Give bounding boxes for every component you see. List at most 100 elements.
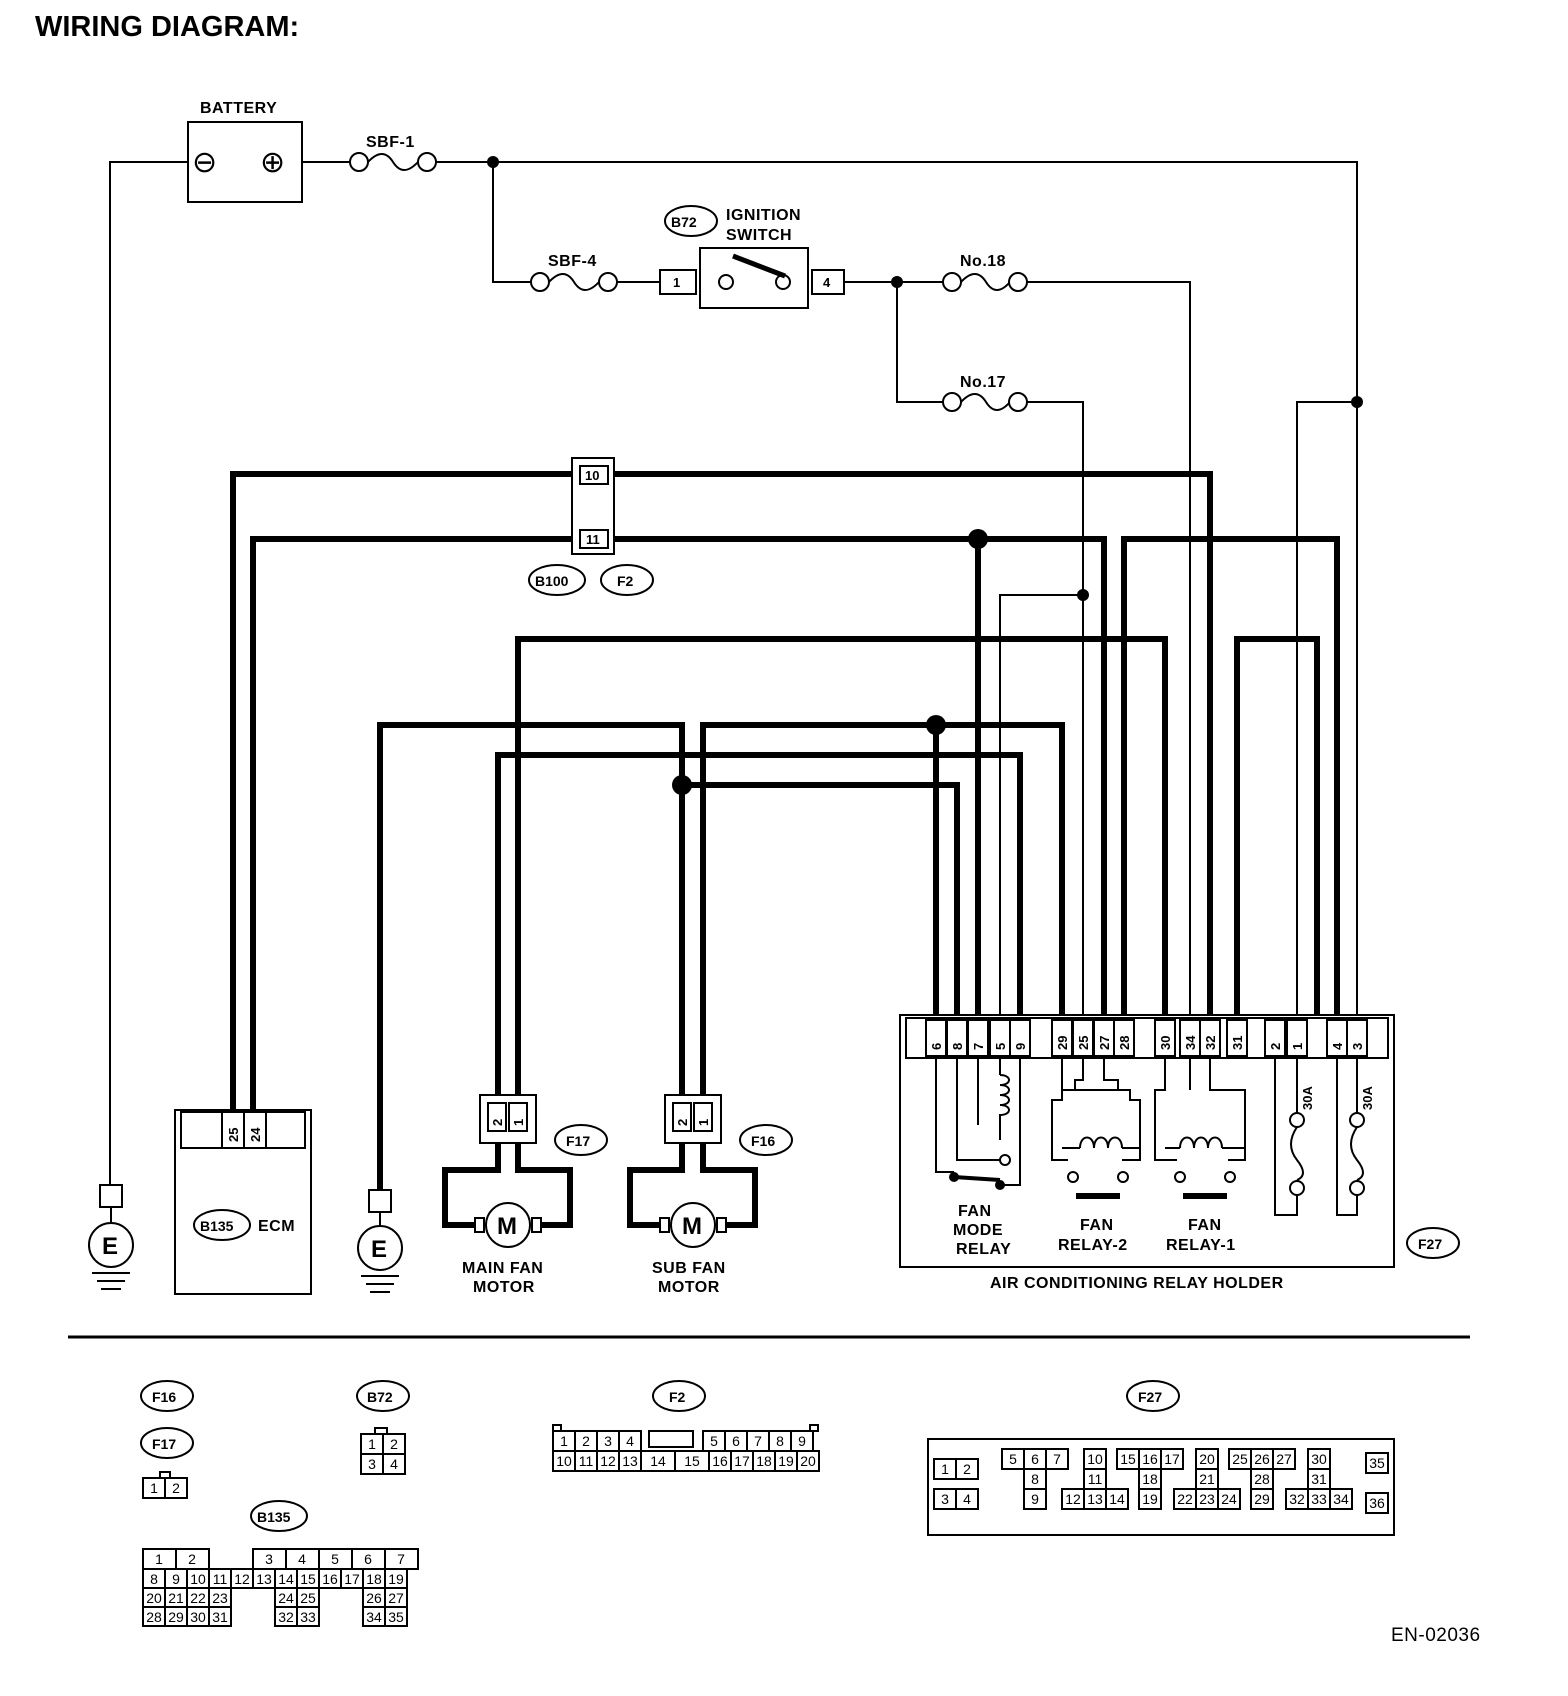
- svg-text:ECM: ECM: [258, 1218, 295, 1235]
- relay-pin-label: 29: [1055, 1036, 1070, 1050]
- svg-text:6: 6: [364, 1551, 372, 1567]
- svg-text:20: 20: [800, 1453, 816, 1469]
- relay-pin: [1286, 1019, 1308, 1057]
- svg-text:7: 7: [397, 1551, 405, 1567]
- svg-text:27: 27: [388, 1590, 404, 1606]
- svg-text:21: 21: [168, 1590, 184, 1606]
- connector-cell-label: 14: [1109, 1491, 1125, 1507]
- connector-cell-label: 2: [390, 1436, 398, 1452]
- connector-cell-label: 10: [1087, 1451, 1103, 1467]
- battery-minus-icon: ⊖: [192, 146, 217, 179]
- svg-text:25: 25: [300, 1590, 316, 1606]
- figure-id: EN-02036: [1391, 1625, 1481, 1646]
- connector-cell-label: 36: [1369, 1495, 1385, 1511]
- svg-text:9: 9: [798, 1433, 806, 1449]
- svg-text:1: 1: [560, 1433, 568, 1449]
- svg-text:30: 30: [190, 1609, 206, 1625]
- connector-cell: [1023, 1488, 1047, 1510]
- ignition-switch-label-2: SWITCH: [726, 227, 792, 244]
- relay-pin: [1226, 1019, 1248, 1057]
- connector-cell-label: 32: [1289, 1491, 1305, 1507]
- svg-text:7: 7: [754, 1433, 762, 1449]
- svg-text:9: 9: [172, 1571, 180, 1587]
- connector-cell-label: 31: [1311, 1471, 1327, 1487]
- connector-cell: [1365, 1452, 1389, 1474]
- relay-holder-label: AIR CONDITIONING RELAY HOLDER: [990, 1275, 1284, 1292]
- connector-cell-label: 4: [390, 1456, 398, 1472]
- svg-text:14: 14: [650, 1453, 666, 1469]
- svg-text:3: 3: [265, 1551, 273, 1567]
- connector-cell-label: 33: [1311, 1491, 1327, 1507]
- connector-cell: [1160, 1448, 1184, 1470]
- svg-text:5: 5: [710, 1433, 718, 1449]
- svg-text:25: 25: [226, 1128, 241, 1142]
- connector-cell: [1329, 1488, 1353, 1510]
- battery: BATTERY ⊖ ⊕: [187, 100, 303, 203]
- relay-pin-label: 5: [993, 1043, 1008, 1050]
- relay-pin: [1113, 1019, 1135, 1057]
- svg-text:12: 12: [234, 1571, 250, 1587]
- svg-text:17: 17: [734, 1453, 750, 1469]
- connector-cell-label: 15: [1120, 1451, 1136, 1467]
- connector-cell-label: 22: [1177, 1491, 1193, 1507]
- svg-text:26: 26: [366, 1590, 382, 1606]
- connector-cell: [1045, 1448, 1069, 1470]
- relay-pin-label: 27: [1097, 1036, 1112, 1050]
- connector-cell: [1105, 1488, 1129, 1510]
- connector-cell-label: 28: [1254, 1471, 1270, 1487]
- diagram-title: WIRING DIAGRAM:: [35, 11, 299, 43]
- svg-text:32: 32: [278, 1609, 294, 1625]
- svg-text:1: 1: [696, 1119, 711, 1126]
- connector-b72-tag: [664, 205, 718, 237]
- svg-text:F27: F27: [1418, 1236, 1442, 1252]
- thick-wires: [230, 471, 1340, 1190]
- fuse-no17: No.17: [942, 374, 1028, 412]
- connector-cell-label: 11: [1088, 1471, 1103, 1487]
- connector-cell-label: 23: [1199, 1491, 1215, 1507]
- thin-wires: [109, 161, 1358, 1185]
- connector-cell-label: 9: [1031, 1491, 1039, 1507]
- relay-pin: [1009, 1019, 1031, 1057]
- connector-cell: [382, 1453, 406, 1475]
- relay-pin-label: 1: [1290, 1043, 1305, 1050]
- svg-text:13: 13: [256, 1571, 272, 1587]
- junction-dots: [487, 156, 1363, 795]
- main-fan-label-1: MAIN FAN: [462, 1260, 543, 1277]
- svg-text:28: 28: [146, 1609, 162, 1625]
- sub-fan-motor: 2 1 M SUB FAN MOTOR F16: [627, 1094, 793, 1296]
- fuse-sbf1: SBF-1: [349, 134, 437, 172]
- fan-relay1-label-1: FAN: [1188, 1217, 1222, 1234]
- svg-text:24: 24: [248, 1127, 263, 1142]
- connector-cell-label: 1: [368, 1436, 376, 1452]
- svg-text:11: 11: [586, 532, 600, 547]
- svg-text:22: 22: [190, 1590, 206, 1606]
- svg-text:8: 8: [150, 1571, 158, 1587]
- relay-pin-label: 4: [1330, 1042, 1345, 1050]
- connector-cell-label: 17: [1164, 1451, 1180, 1467]
- connector-cell-label: 29: [1254, 1491, 1270, 1507]
- connector-cell-label: 25: [1232, 1451, 1248, 1467]
- svg-text:14: 14: [278, 1571, 294, 1587]
- connector-cell: [955, 1488, 979, 1510]
- fuse-sbf4: SBF-4: [530, 253, 618, 292]
- connector-cell-label: 19: [1142, 1491, 1158, 1507]
- svg-text:1: 1: [511, 1119, 526, 1126]
- svg-text:10: 10: [556, 1453, 572, 1469]
- svg-text:29: 29: [168, 1609, 184, 1625]
- fuse-30a-2: 30A: [1336, 1058, 1375, 1216]
- connector-cell: [955, 1458, 979, 1480]
- svg-text:18: 18: [756, 1453, 772, 1469]
- ground-1: E: [88, 1184, 134, 1290]
- svg-text:11: 11: [213, 1571, 228, 1587]
- connector-cell-label: 24: [1221, 1491, 1237, 1507]
- connector-b100-f2: 10 11 B100 F2: [528, 457, 654, 596]
- connector-cell-label: 26: [1254, 1451, 1270, 1467]
- svg-text:19: 19: [388, 1571, 404, 1587]
- connector-cell-label: 21: [1199, 1471, 1215, 1487]
- svg-text:1: 1: [673, 275, 680, 290]
- connector-cell-label: 20: [1199, 1451, 1215, 1467]
- svg-text:B72: B72: [671, 214, 697, 230]
- svg-text:8: 8: [776, 1433, 784, 1449]
- connector-cell-label: 35: [1369, 1455, 1385, 1471]
